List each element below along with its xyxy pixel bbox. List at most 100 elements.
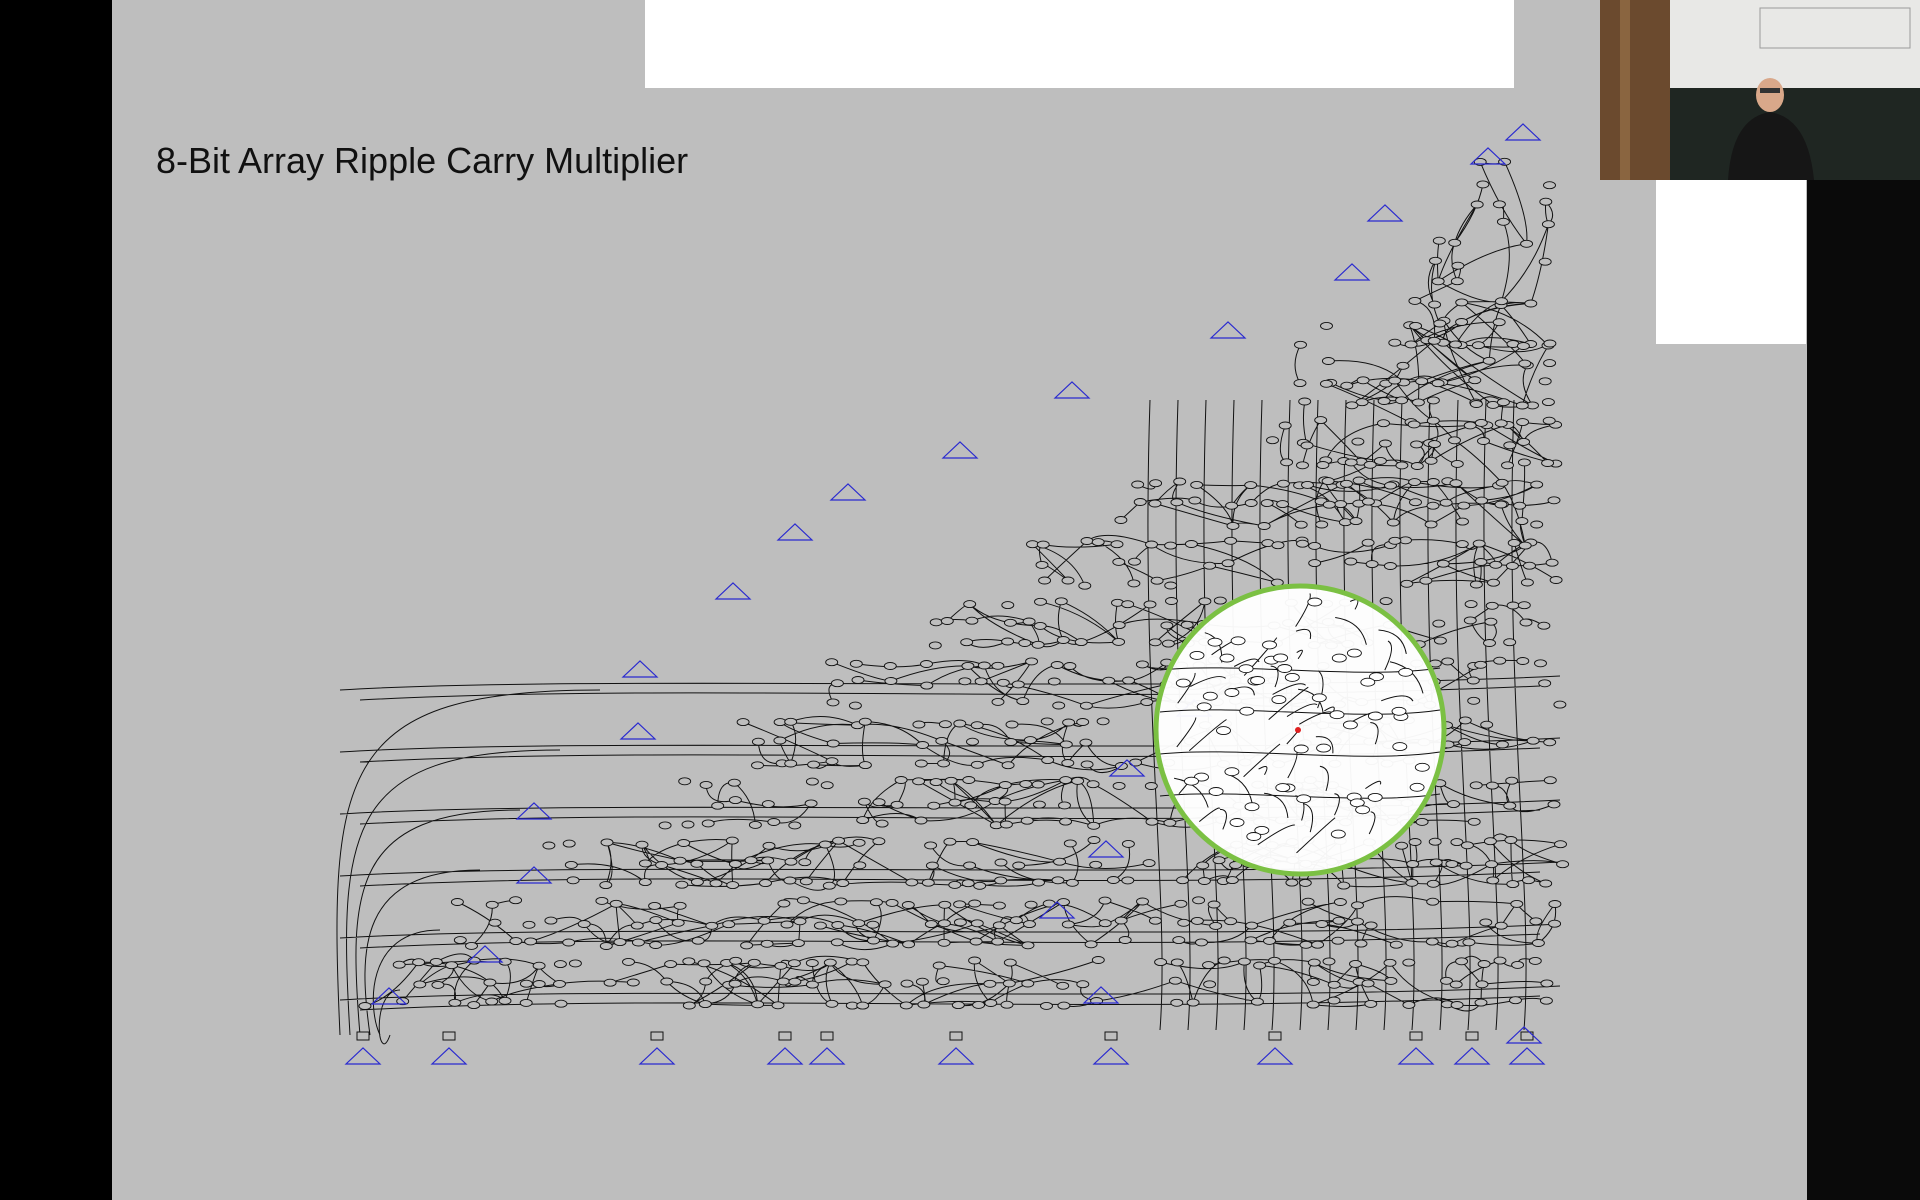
gate-node <box>1448 801 1460 808</box>
gate-node <box>1051 662 1063 669</box>
gate-node <box>489 919 501 926</box>
gate-node <box>1203 962 1215 969</box>
gate-node <box>1333 917 1345 924</box>
gate-node <box>1411 463 1423 470</box>
gate-node <box>466 942 478 949</box>
magnifier-node <box>1208 638 1222 646</box>
gate-node <box>1111 541 1123 548</box>
gate-node <box>1316 921 1328 928</box>
magnifier-node <box>1317 744 1331 752</box>
blank-overlay-right <box>1656 180 1806 344</box>
gate-node <box>1299 879 1311 886</box>
gate-node <box>1468 818 1480 825</box>
gate-node <box>1222 560 1234 567</box>
gate-node <box>806 778 818 785</box>
gate-node <box>873 838 885 845</box>
gate-node <box>999 782 1011 789</box>
gate-node <box>1323 958 1335 965</box>
gate-node <box>682 821 694 828</box>
gate-node <box>1389 377 1401 384</box>
magnifier-node <box>1361 678 1375 686</box>
gate-node <box>933 962 945 969</box>
gate-node <box>627 979 639 986</box>
gate-node <box>774 737 786 744</box>
gate-node <box>1020 781 1032 788</box>
gate-node <box>805 800 817 807</box>
gate-node <box>761 940 773 947</box>
gate-node <box>1521 579 1533 586</box>
gate-node <box>925 921 937 928</box>
gate-node <box>1484 640 1496 647</box>
gate-node <box>1033 879 1045 886</box>
gate-node <box>1036 561 1048 568</box>
gate-node <box>1064 663 1076 670</box>
gate-node <box>1088 837 1100 844</box>
gate-node <box>1539 258 1551 265</box>
gate-node <box>1077 981 1089 988</box>
gate-node <box>978 662 990 669</box>
gate-node <box>1137 898 1149 905</box>
gate-node <box>870 899 882 906</box>
gate-node <box>1041 1002 1053 1009</box>
gate-node <box>1389 339 1401 346</box>
gate-node <box>832 922 844 929</box>
io-triangle <box>1055 382 1089 398</box>
gate-node <box>683 1002 695 1009</box>
gate-node <box>1396 842 1408 849</box>
gate-node <box>1099 897 1111 904</box>
gate-node <box>665 961 677 968</box>
gate-node <box>954 901 966 908</box>
gate-node <box>1272 542 1284 549</box>
magnifier-node <box>1245 803 1259 811</box>
gate-node <box>1517 343 1529 350</box>
gate-node <box>954 919 966 926</box>
gate-node <box>1341 382 1353 389</box>
gate-node <box>1401 580 1413 587</box>
gate-node <box>1385 977 1397 984</box>
gate-node <box>857 1002 869 1009</box>
output-box <box>357 1032 369 1040</box>
gate-node <box>1060 777 1072 784</box>
gate-node <box>1302 898 1314 905</box>
gate-node <box>1352 902 1364 909</box>
gate-node <box>569 960 581 967</box>
gate-node <box>614 939 626 946</box>
gate-node <box>1459 717 1471 724</box>
gate-node <box>1210 922 1222 929</box>
gate-node <box>510 897 522 904</box>
gate-node <box>859 762 871 769</box>
gate-node <box>1281 459 1293 466</box>
gate-node <box>1129 558 1141 565</box>
gate-node <box>1322 478 1334 485</box>
gate-node <box>1085 941 1097 948</box>
gate-node <box>1309 560 1321 567</box>
gate-node <box>1057 982 1069 989</box>
gate-node <box>857 959 869 966</box>
gate-node <box>1365 922 1377 929</box>
gate-node <box>1420 577 1432 584</box>
gate-node <box>359 1003 371 1010</box>
gate-node <box>876 820 888 827</box>
graph-nodes <box>359 158 1569 1009</box>
gate-node <box>1529 957 1541 964</box>
gate-node <box>565 861 577 868</box>
magnifier-node <box>1368 793 1382 801</box>
magnifier-node <box>1368 712 1382 720</box>
output-box <box>821 1032 833 1040</box>
gate-node <box>1345 558 1357 565</box>
gate-node <box>993 902 1005 909</box>
gate-node <box>1269 957 1281 964</box>
gate-node <box>1557 861 1569 868</box>
gate-node <box>1379 440 1391 447</box>
gate-node <box>1507 881 1519 888</box>
gate-node <box>1277 501 1289 508</box>
gate-node <box>873 799 885 806</box>
gate-node <box>1517 419 1529 426</box>
gate-node <box>1261 500 1273 507</box>
gate-node <box>1245 482 1257 489</box>
magnifier-node <box>1240 707 1254 715</box>
gate-node <box>451 899 463 906</box>
gate-node <box>1107 877 1119 884</box>
gate-node <box>728 779 740 786</box>
gate-node <box>1409 839 1421 846</box>
